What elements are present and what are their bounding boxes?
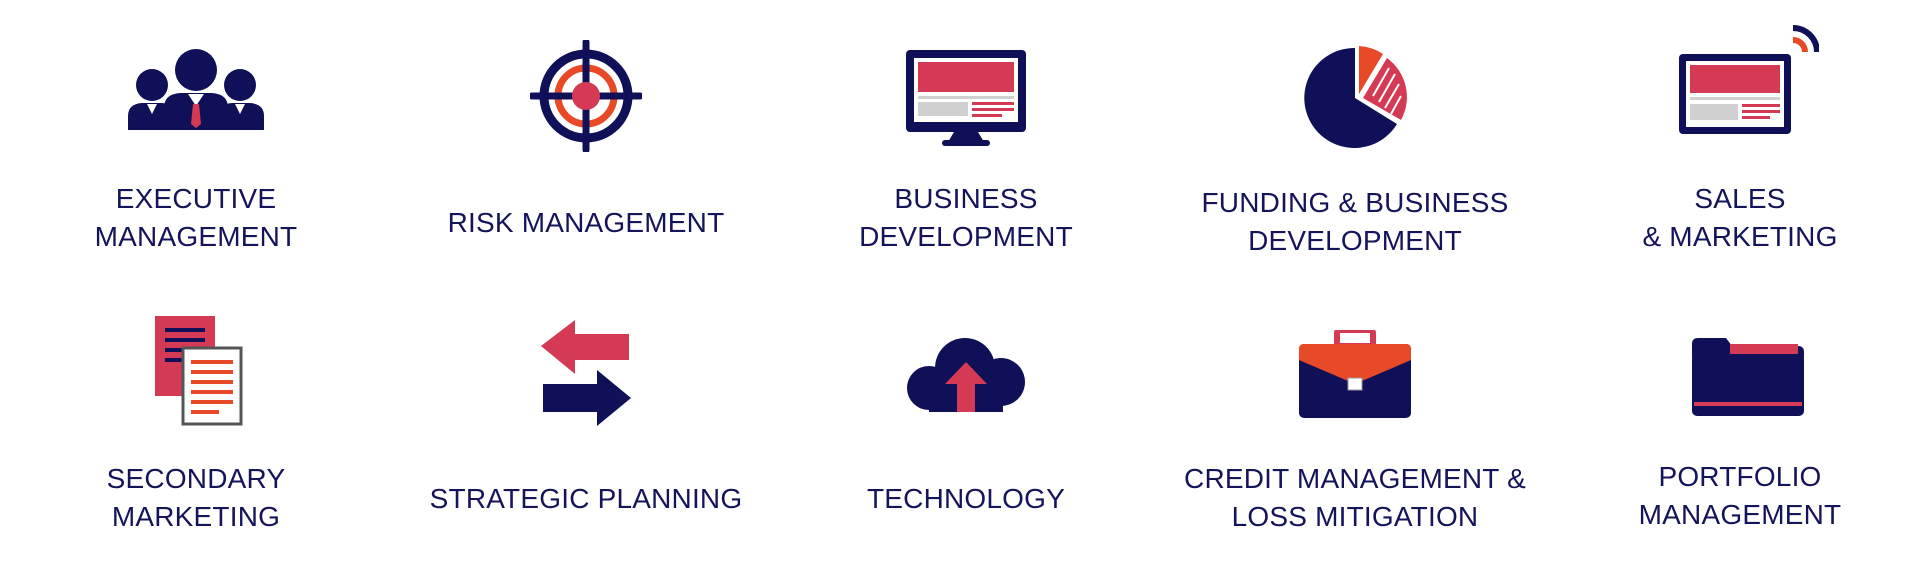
service-business-development: BUSINESS DEVELOPMENT	[774, 0, 1158, 290]
label-line: SECONDARY	[106, 463, 286, 494]
service-sales-marketing: SALES & MARKETING	[1548, 0, 1920, 290]
service-label: TECHNOLOGY	[774, 480, 1158, 518]
service-label: BUSINESS DEVELOPMENT	[774, 180, 1158, 256]
service-label: SECONDARY MARKETING	[4, 460, 388, 536]
label-line: FUNDING & BUSINESS	[1201, 187, 1509, 218]
service-label: FUNDING & BUSINESS DEVELOPMENT	[1163, 184, 1547, 260]
service-risk-management: RISK MANAGEMENT	[394, 0, 778, 290]
service-credit-management: CREDIT MANAGEMENT & LOSS MITIGATION	[1163, 290, 1547, 581]
service-funding-business-development: FUNDING & BUSINESS DEVELOPMENT	[1163, 0, 1547, 290]
service-label: EXECUTIVE MANAGEMENT	[4, 180, 388, 256]
label-line: STRATEGIC PLANNING	[429, 483, 743, 514]
label-line: RISK MANAGEMENT	[447, 207, 725, 238]
label-line: MANAGEMENT	[1638, 499, 1842, 530]
service-label: SALES & MARKETING	[1548, 180, 1920, 256]
exchange-arrows-icon	[541, 320, 631, 431]
service-label: CREDIT MANAGEMENT & LOSS MITIGATION	[1163, 460, 1547, 536]
label-line: DEVELOPMENT	[859, 221, 1073, 252]
executive-team-icon	[128, 48, 264, 135]
target-icon	[528, 38, 644, 157]
label-line: EXECUTIVE	[115, 183, 277, 214]
monitor-icon	[906, 50, 1026, 151]
label-line: MANAGEMENT	[94, 221, 298, 252]
pie-chart-icon	[1303, 44, 1407, 153]
label-line: & MARKETING	[1642, 221, 1838, 252]
service-portfolio-management: PORTFOLIO MANAGEMENT	[1548, 290, 1920, 581]
service-label: PORTFOLIO MANAGEMENT	[1548, 458, 1920, 534]
label-line: MARKETING	[111, 501, 281, 532]
label-line: SALES	[1694, 183, 1786, 214]
label-line: BUSINESS	[894, 183, 1038, 214]
service-executive-management: EXECUTIVE MANAGEMENT	[4, 0, 388, 290]
label-line: TECHNOLOGY	[866, 483, 1066, 514]
briefcase-icon	[1297, 327, 1413, 423]
service-secondary-marketing: SECONDARY MARKETING	[4, 290, 388, 581]
tablet-signal-icon	[1677, 22, 1820, 139]
label-line: PORTFOLIO	[1658, 461, 1822, 492]
documents-icon	[155, 316, 245, 433]
label-line: LOSS MITIGATION	[1231, 501, 1479, 532]
cloud-upload-icon	[907, 336, 1025, 417]
service-label: RISK MANAGEMENT	[394, 204, 778, 242]
label-line: CREDIT MANAGEMENT &	[1184, 463, 1526, 494]
folder-icon	[1692, 338, 1804, 421]
service-strategic-planning: STRATEGIC PLANNING	[394, 290, 778, 581]
service-technology: TECHNOLOGY	[774, 290, 1158, 581]
service-label: STRATEGIC PLANNING	[394, 480, 778, 518]
label-line: DEVELOPMENT	[1248, 225, 1462, 256]
